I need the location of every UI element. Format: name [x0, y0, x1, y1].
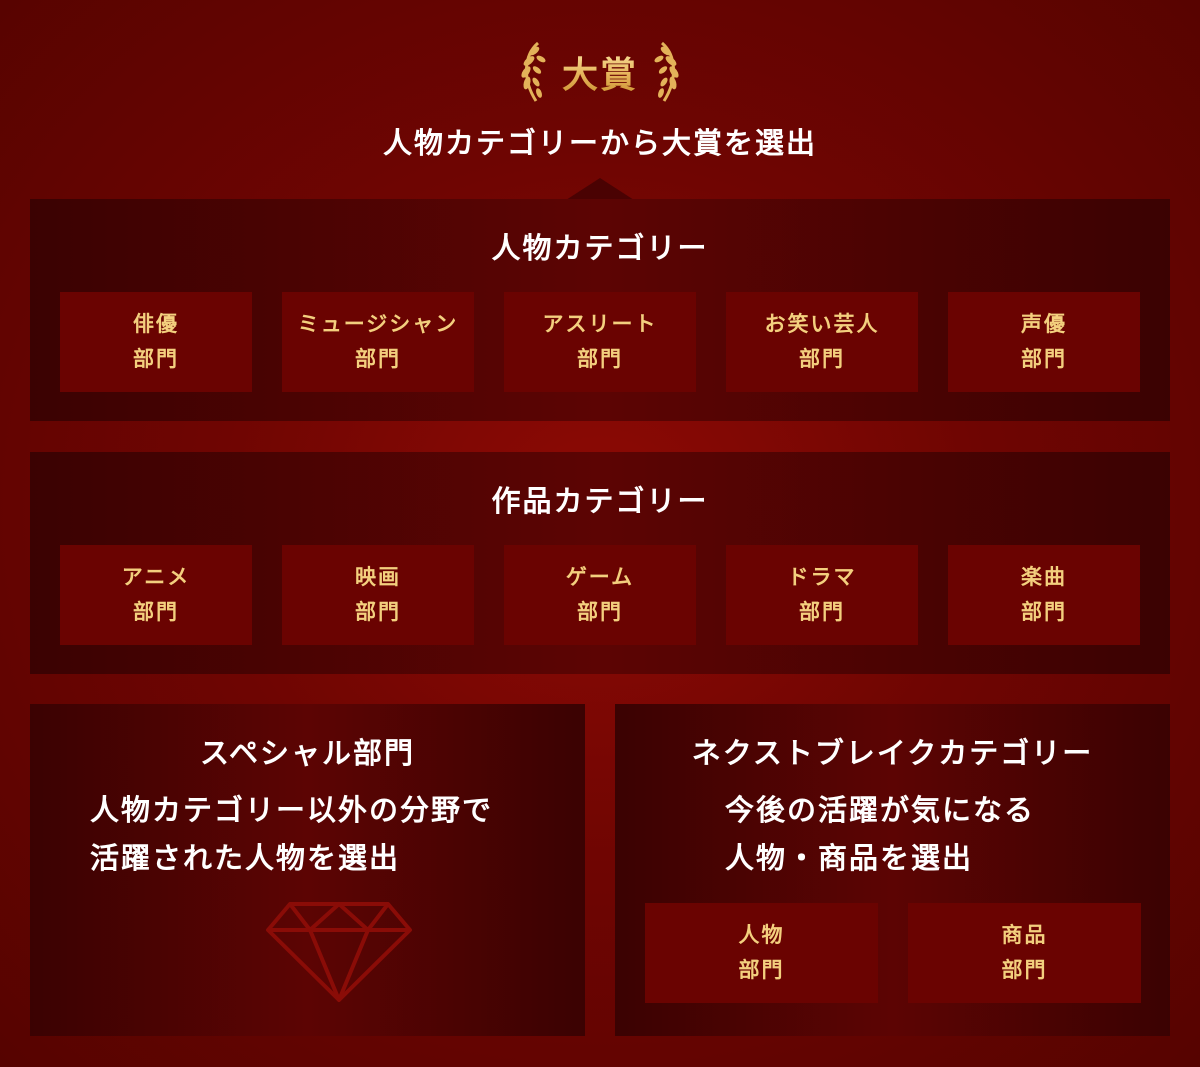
division-suffix: 部門: [355, 347, 401, 371]
division-name: アニメ: [121, 565, 191, 589]
division-card-product[interactable]: 商品 部門: [908, 903, 1141, 1003]
description-line: 活躍された人物を選出: [90, 841, 401, 875]
next-break-title: ネクストブレイクカテゴリー: [691, 736, 1094, 770]
division-card-anime[interactable]: アニメ 部門: [60, 545, 252, 645]
work-category-panel: 作品カテゴリー アニメ 部門 映画 部門 ゲーム 部門 ドラマ 部門 楽曲 部門: [30, 452, 1170, 674]
division-name: 俳優: [133, 312, 179, 336]
division-suffix: 部門: [799, 347, 845, 371]
laurel-wreath-left-icon: [521, 41, 546, 102]
division-suffix: 部門: [133, 600, 179, 624]
person-division-list: 俳優 部門 ミュージシャン 部門 アスリート 部門 お笑い芸人 部門 声優 部門: [60, 292, 1140, 392]
person-category-panel: 人物カテゴリー 俳優 部門 ミュージシャン 部門 アスリート 部門 お笑い芸人 …: [30, 199, 1170, 421]
diamond-icon: [266, 902, 412, 1002]
division-card-comedian[interactable]: お笑い芸人 部門: [726, 292, 918, 392]
work-category-title: 作品カテゴリー: [491, 484, 709, 518]
division-card-movie[interactable]: 映画 部門: [282, 545, 474, 645]
division-suffix: 部門: [355, 600, 401, 624]
division-card-voice-actor[interactable]: 声優 部門: [948, 292, 1140, 392]
division-suffix: 部門: [1001, 958, 1048, 982]
division-name: ゲーム: [565, 565, 635, 589]
division-suffix: 部門: [1021, 347, 1067, 371]
division-card-actor[interactable]: 俳優 部門: [60, 292, 252, 392]
division-card-person[interactable]: 人物 部門: [645, 903, 878, 1003]
division-card-game[interactable]: ゲーム 部門: [504, 545, 696, 645]
award-subtitle: 人物カテゴリーから大賞を選出: [382, 126, 817, 160]
division-card-musician[interactable]: ミュージシャン 部門: [282, 292, 474, 392]
division-name: アスリート: [542, 312, 658, 336]
description-line: 今後の活躍が気になる: [725, 793, 1036, 827]
person-category-title: 人物カテゴリー: [491, 231, 709, 265]
award-title-row: 大賞: [0, 36, 1200, 108]
award-header: 大賞 人物カテゴリーから大賞を選出: [0, 0, 1200, 200]
award-title: 大賞: [556, 46, 644, 98]
division-name: お笑い芸人: [764, 312, 880, 336]
next-break-division-list: 人物 部門 商品 部門: [645, 903, 1141, 1003]
division-card-athlete[interactable]: アスリート 部門: [504, 292, 696, 392]
division-suffix: 部門: [577, 600, 623, 624]
description-line: 人物・商品を選出: [725, 841, 974, 875]
division-name: 映画: [355, 565, 401, 589]
next-break-description: 今後の活躍が気になる 人物・商品を選出: [725, 786, 1035, 882]
division-name: 声優: [1021, 312, 1067, 336]
division-suffix: 部門: [577, 347, 623, 371]
division-suffix: 部門: [133, 347, 179, 371]
division-suffix: 部門: [1021, 600, 1067, 624]
division-suffix: 部門: [799, 600, 845, 624]
division-name: ドラマ: [787, 565, 857, 589]
description-line: 人物カテゴリー以外の分野で: [90, 793, 494, 827]
division-name: 商品: [1001, 923, 1048, 947]
special-division-title: スペシャル部門: [200, 736, 415, 770]
division-suffix: 部門: [738, 958, 785, 982]
pointer-arrow: [566, 178, 634, 200]
division-name: 楽曲: [1021, 565, 1067, 589]
special-division-panel: スペシャル部門 人物カテゴリー以外の分野で 活躍された人物を選出: [30, 704, 585, 1036]
laurel-wreath-right-icon: [654, 41, 679, 102]
next-break-panel: ネクストブレイクカテゴリー 今後の活躍が気になる 人物・商品を選出 人物 部門 …: [615, 704, 1170, 1036]
work-division-list: アニメ 部門 映画 部門 ゲーム 部門 ドラマ 部門 楽曲 部門: [60, 545, 1140, 645]
special-division-description: 人物カテゴリー以外の分野で 活躍された人物を選出: [90, 786, 493, 882]
division-name: ミュージシャン: [297, 312, 459, 336]
division-card-music[interactable]: 楽曲 部門: [948, 545, 1140, 645]
division-card-drama[interactable]: ドラマ 部門: [726, 545, 918, 645]
division-name: 人物: [738, 923, 785, 947]
